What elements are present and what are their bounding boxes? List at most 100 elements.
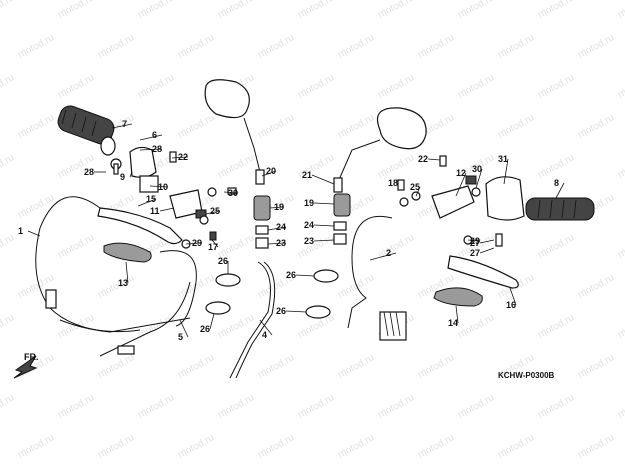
callout-c23b: 23: [304, 236, 314, 246]
callout-c26c: 26: [286, 270, 296, 280]
watermark-text: motod.ru: [136, 72, 176, 100]
watermark-text: motod.ru: [296, 392, 336, 420]
mirror-left: [204, 79, 265, 185]
leader-line: [125, 261, 129, 284]
watermark-text: motod.ru: [0, 152, 16, 180]
watermark-text: motod.ru: [616, 0, 625, 21]
callout-c24b: 24: [304, 220, 314, 230]
watermark-text: motod.ru: [616, 312, 625, 340]
watermark-text: motod.ru: [496, 112, 536, 140]
watermark-text: motod.ru: [176, 112, 216, 140]
watermark-text: motod.ru: [376, 72, 416, 100]
leader-line: [185, 242, 203, 245]
leader-line: [313, 202, 335, 205]
watermark-text: motod.ru: [336, 32, 376, 60]
leader-line: [467, 239, 481, 242]
leader-line: [313, 239, 335, 242]
watermark-text: motod.ru: [256, 352, 296, 380]
callout-c27b: 27: [470, 248, 480, 258]
watermark-text: motod.ru: [416, 432, 456, 460]
leader-line: [261, 170, 277, 177]
left-switch-housing: [110, 146, 159, 193]
leader-line: [285, 310, 307, 313]
brake-cable: [347, 216, 407, 341]
watermark-text: motod.ru: [56, 312, 96, 340]
watermark-text: motod.ru: [56, 392, 96, 420]
watermark-text: motod.ru: [616, 392, 625, 420]
throttle-cables: [99, 250, 197, 357]
callout-c29a: 29: [192, 238, 202, 248]
right-switch-housing: [485, 176, 525, 221]
watermark-text: motod.ru: [376, 0, 416, 21]
watermark-text: motod.ru: [16, 112, 56, 140]
callout-c17: 17: [208, 242, 218, 252]
clutch-lever-holder: [169, 187, 217, 219]
watermark-text: motod.ru: [496, 432, 536, 460]
watermark-text: motod.ru: [0, 392, 16, 420]
clutch-lever: [97, 207, 183, 245]
leader-line: [211, 239, 219, 248]
watermark-text: motod.ru: [136, 392, 176, 420]
watermark-text: motod.ru: [136, 0, 176, 21]
callout-c15: 15: [146, 194, 156, 204]
callout-c13: 13: [118, 278, 128, 288]
watermark-text: motod.ru: [336, 272, 376, 300]
leader-line: [311, 174, 335, 185]
leader-line: [267, 242, 287, 245]
watermark-text: motod.ru: [336, 432, 376, 460]
leader-line: [129, 171, 133, 178]
watermark-text: motod.ru: [416, 32, 456, 60]
watermark-text: motod.ru: [576, 352, 616, 380]
watermark-text: motod.ru: [456, 0, 496, 21]
callout-c9: 9: [120, 172, 125, 182]
left-grip: [57, 105, 116, 156]
watermark-text: motod.ru: [256, 32, 296, 60]
callout-c26b: 26: [200, 324, 210, 334]
callout-c4: 4: [262, 330, 267, 340]
watermark-text: motod.ru: [336, 112, 376, 140]
callout-c30a: 30: [228, 188, 238, 198]
callout-c11: 11: [150, 206, 160, 216]
callout-c28b: 28: [84, 167, 94, 177]
leader-line: [455, 172, 467, 197]
watermark-text: motod.ru: [616, 232, 625, 260]
leader-line: [503, 158, 509, 185]
leader-line: [139, 134, 163, 141]
watermark-text: motod.ru: [456, 392, 496, 420]
callout-c7: 7: [122, 119, 127, 129]
watermark-text: motod.ru: [216, 392, 256, 420]
watermark-text: motod.ru: [96, 432, 136, 460]
callout-c31: 31: [498, 154, 508, 164]
watermark-text: motod.ru: [456, 72, 496, 100]
watermark-text: motod.ru: [576, 432, 616, 460]
leader-line: [27, 230, 41, 237]
leader-line: [159, 207, 175, 212]
watermark-text: motod.ru: [536, 72, 576, 100]
watermark-text: motod.ru: [336, 352, 376, 380]
watermark-text: motod.ru: [96, 32, 136, 60]
mirror-boot-left: [253, 195, 271, 249]
callout-c27a: 27: [470, 238, 480, 248]
watermark-text: motod.ru: [296, 72, 336, 100]
callout-c21: 21: [302, 170, 312, 180]
leader-line: [555, 182, 565, 199]
watermark-text: motod.ru: [496, 32, 536, 60]
watermark-text: motod.ru: [56, 72, 96, 100]
watermark-text: motod.ru: [296, 0, 336, 21]
callout-c2: 2: [386, 248, 391, 258]
callout-c22b: 22: [418, 154, 428, 164]
callout-c29b: 29: [470, 236, 480, 246]
watermark-text: motod.ru: [16, 32, 56, 60]
watermark-text: motod.ru: [176, 432, 216, 460]
watermark-text: motod.ru: [416, 352, 456, 380]
watermark-text: motod.ru: [536, 232, 576, 260]
callout-c23a: 23: [276, 238, 286, 248]
watermark-text: motod.ru: [0, 72, 16, 100]
switch-wire-harness: [229, 261, 276, 379]
watermark-text: motod.ru: [216, 312, 256, 340]
front-direction-arrow: [13, 355, 38, 379]
